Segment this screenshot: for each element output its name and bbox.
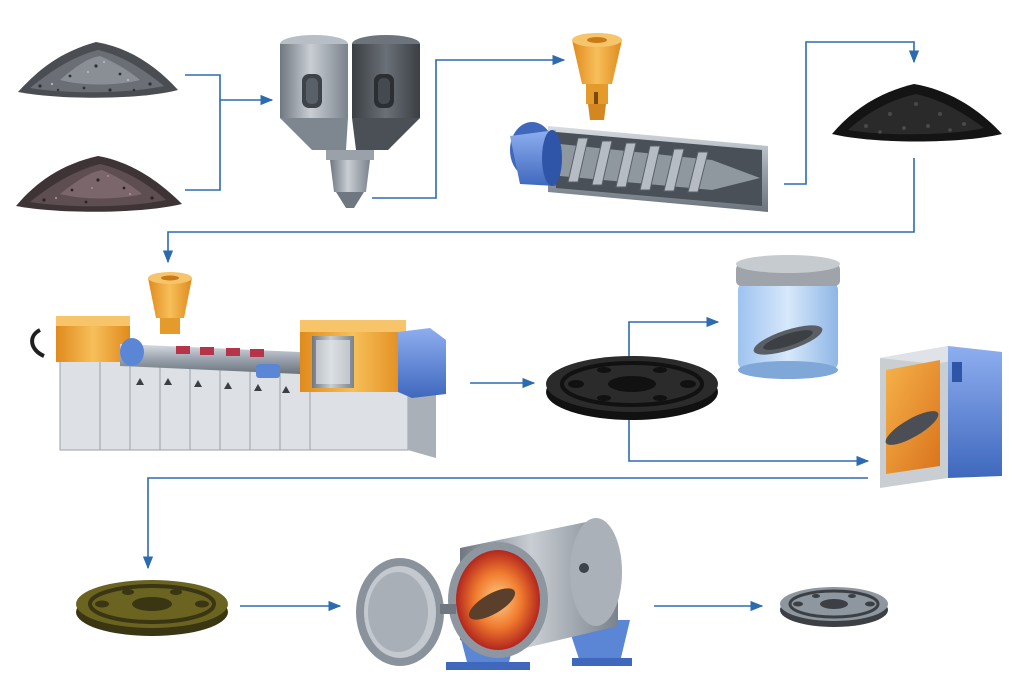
arrow-oven-to-brownpart [142,477,868,570]
arrow-binder-to-mixer [185,94,274,191]
flow-arrows [142,41,920,612]
solvent-bath-jar-icon [736,255,840,379]
brown-part-icon [76,580,228,636]
arrow-extruder-to-feedstock [784,41,920,185]
arrow-feedstock-to-molding [162,158,915,264]
molded-green-part-icon [546,356,718,420]
injection-molding-machine-icon [30,272,446,458]
screw-extruder-cutaway-icon [510,33,768,212]
feedstock-pellets-pile-icon [832,84,1002,142]
debinding-oven-icon [880,346,1002,488]
binder-granules-pile-icon [16,156,182,212]
finished-metal-part-icon [780,587,888,627]
sintering-furnace-icon [356,518,632,670]
arrow-mixer-to-extruder [372,54,566,199]
arrow-powder-to-mixer [185,74,221,100]
arrow-greenpart-to-solvent [628,316,720,356]
metal-powder-pile-icon [18,42,178,98]
arrow-greenpart-to-oven [628,420,870,467]
twin-hopper-mixer-icon [280,35,420,208]
